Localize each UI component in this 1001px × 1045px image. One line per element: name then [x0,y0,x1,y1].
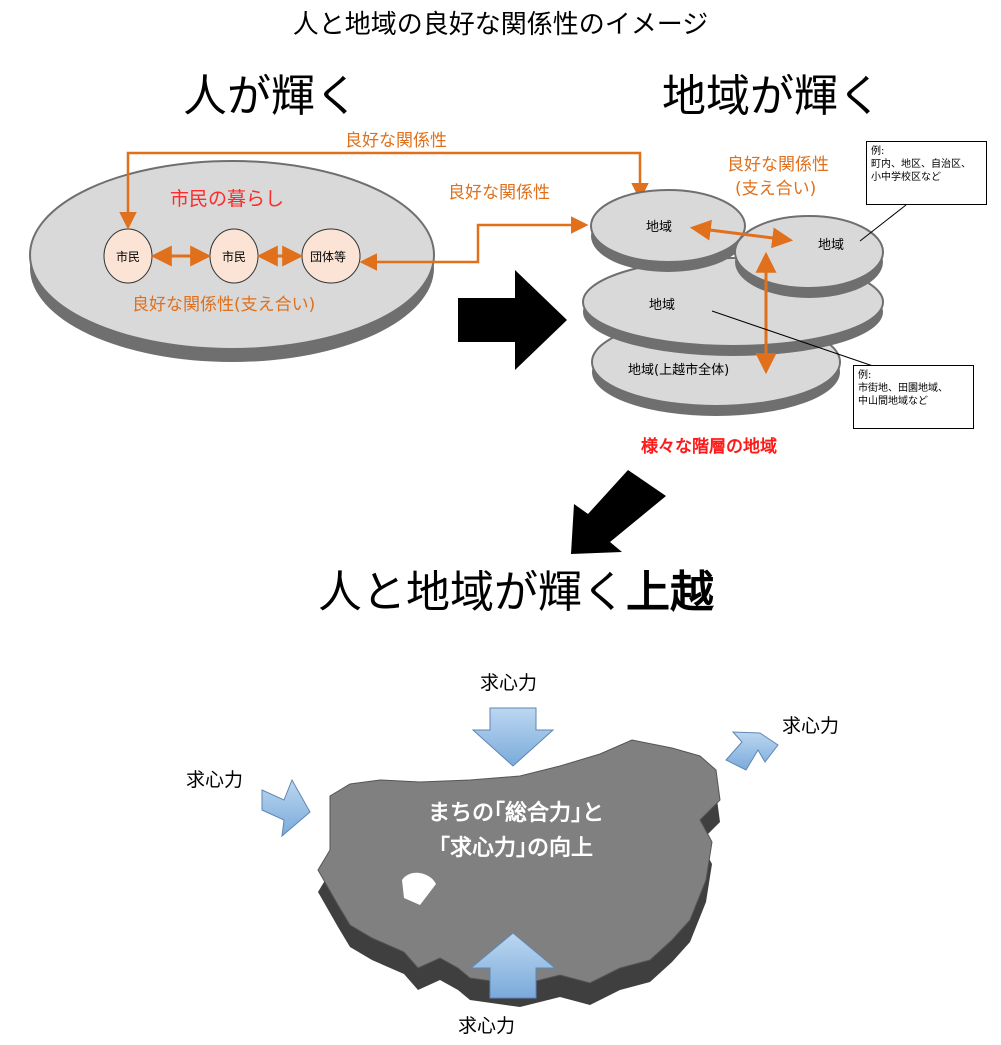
organization-node-label: 団体等 [310,250,347,264]
bottom-heading-normal: 人と地域が輝く [318,567,626,618]
note-box-area-examples: 例: 市街地、田園地域、 中山間地域など [853,365,974,429]
note-top-line2: 町内、地区、自治区、 [871,159,971,170]
note-top-line1: 例: [871,146,885,157]
citizen-life-label: 市民の暮らし [170,188,285,210]
region-relation-label-line2: (支え合い) [735,179,817,199]
city-map-shape [317,739,721,1007]
note-box-local-examples: 例: 町内、地区、自治区、 小中学校区など [866,141,987,205]
city-caption-line1: まちの｢総合力｣と [427,801,604,826]
bottom-heading: 人と地域が輝く上越 [318,556,714,620]
relation-connector-top [119,151,649,230]
force-arrow-right [725,731,779,771]
region-layer-local-right [734,215,884,298]
relation-label-middle: 良好な関係性 [448,183,550,203]
region-relation-label-line1: 良好な関係性 [727,155,829,175]
citizen-node-2-label: 市民 [222,250,247,264]
support-relation-label: 良好な関係性(支え合い) [132,295,316,315]
force-arrow-left [261,778,311,838]
citizen-node-1-label: 市民 [116,250,141,264]
heading-region-shine: 地域が輝く [662,71,882,122]
force-label-top: 求心力 [480,672,538,694]
city-caption-line2: ｢求心力｣の向上 [438,836,593,861]
region-label-local-left: 地域 [646,220,673,235]
note-top-line3: 小中学校区など [871,172,941,183]
bottom-heading-bold: 上越 [626,567,714,618]
force-label-bottom: 求心力 [458,1015,516,1037]
layers-caption: 様々な階層の地域 [641,437,777,457]
note-bottom-line1: 例: [858,370,872,381]
region-relation-arrow-horizontal [689,219,794,249]
note-leader-top [859,204,907,242]
note-bottom-line3: 中山間地域など [858,396,928,407]
note-leader-bottom [711,310,874,367]
force-arrow-bottom [469,932,557,999]
transition-arrow-right [458,270,567,370]
region-label-local-right: 地域 [818,238,845,253]
relation-connector-middle [359,216,589,271]
relation-label-top: 良好な関係性 [345,131,447,151]
force-arrow-top [471,707,555,767]
force-label-right: 求心力 [782,715,840,737]
transition-arrow-down-left [571,470,666,554]
diagram-title: 人と地域の良好な関係性のイメージ [292,10,709,40]
region-label-city-wide: 地域(上越市全体) [628,363,730,378]
note-bottom-line2: 市街地、田園地域、 [858,383,948,394]
region-label-area: 地域 [649,298,676,313]
heading-people-shine: 人が輝く [183,71,359,122]
force-label-left: 求心力 [186,769,244,791]
